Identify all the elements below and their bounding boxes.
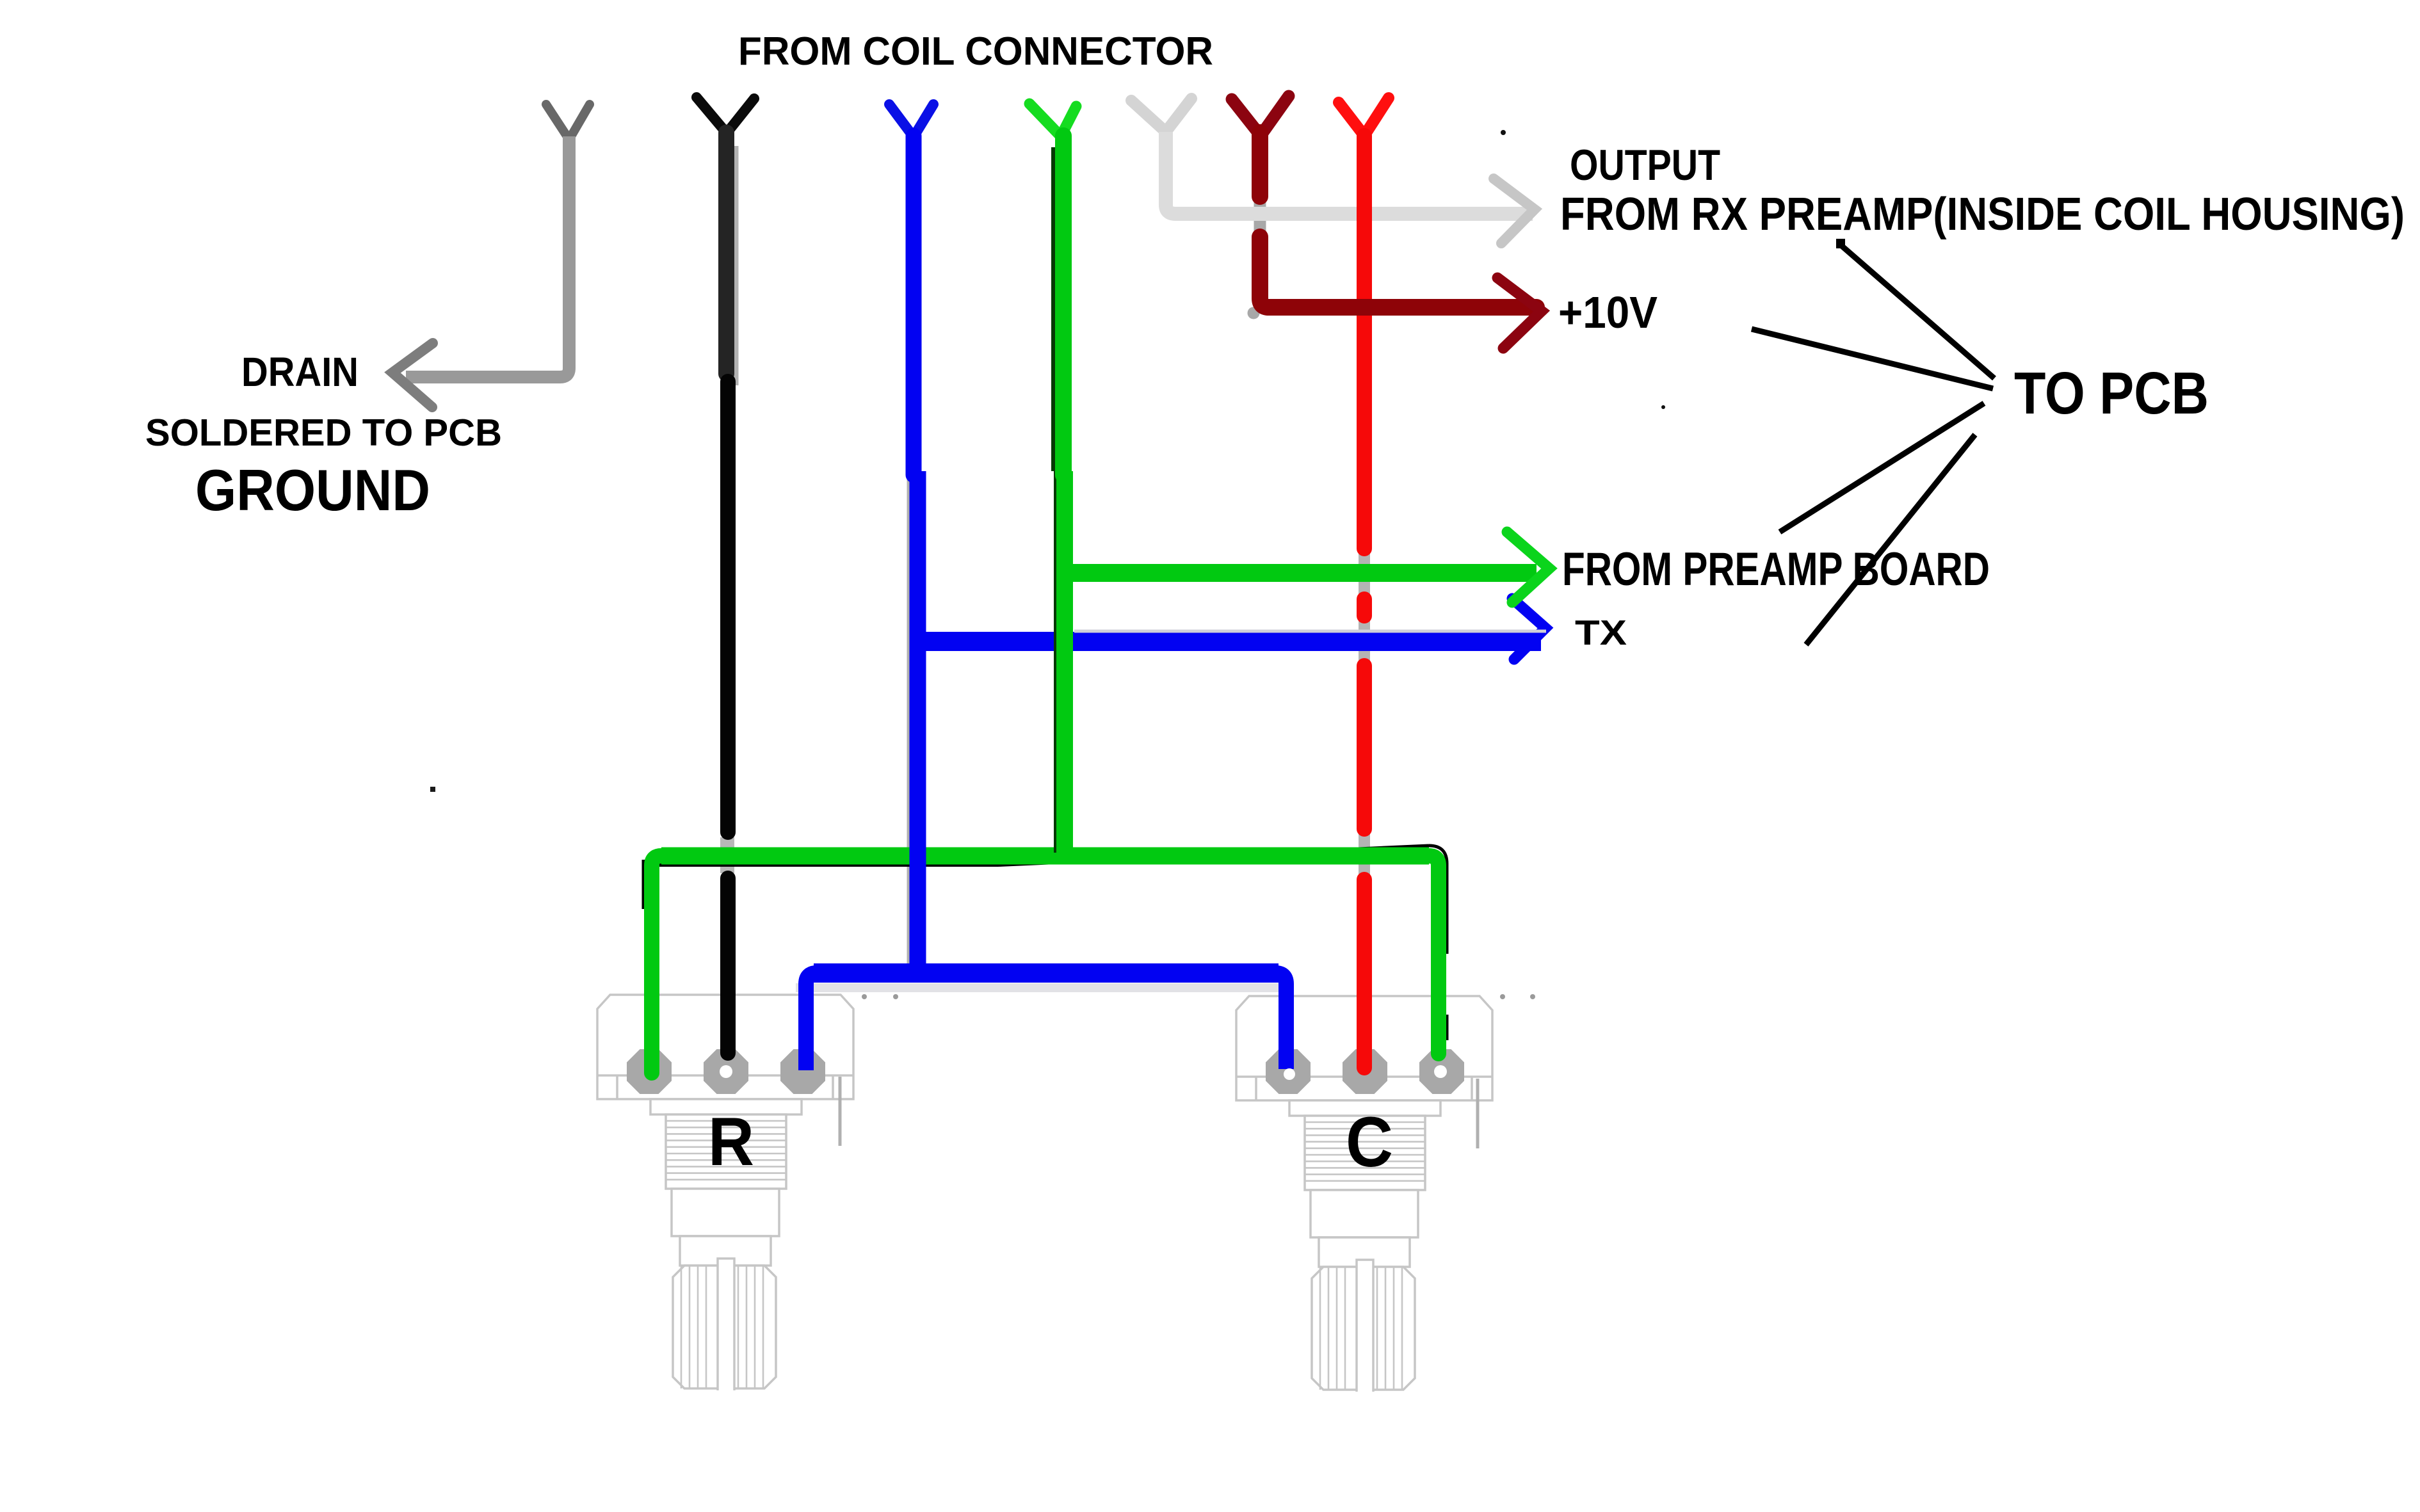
- svg-text:C: C: [1346, 1103, 1393, 1182]
- svg-text:DRAIN: DRAIN: [241, 349, 359, 395]
- svg-text:FROM PREAMP BOARD: FROM PREAMP BOARD: [1562, 543, 1990, 595]
- svg-text:FROM RX PREAMP(INSIDE COIL HOU: FROM RX PREAMP(INSIDE COIL HOUSING): [1560, 189, 2405, 240]
- svg-text:TO PCB: TO PCB: [2014, 360, 2209, 426]
- svg-text:+10V: +10V: [1558, 287, 1658, 337]
- svg-text:OUTPUT: OUTPUT: [1570, 141, 1720, 189]
- svg-text:R: R: [708, 1103, 754, 1180]
- svg-text:SOLDERED TO PCB: SOLDERED TO PCB: [145, 412, 502, 454]
- svg-text:TX: TX: [1575, 613, 1627, 652]
- svg-text:GROUND: GROUND: [195, 458, 430, 523]
- svg-text:FROM COIL CONNECTOR: FROM COIL CONNECTOR: [738, 29, 1213, 74]
